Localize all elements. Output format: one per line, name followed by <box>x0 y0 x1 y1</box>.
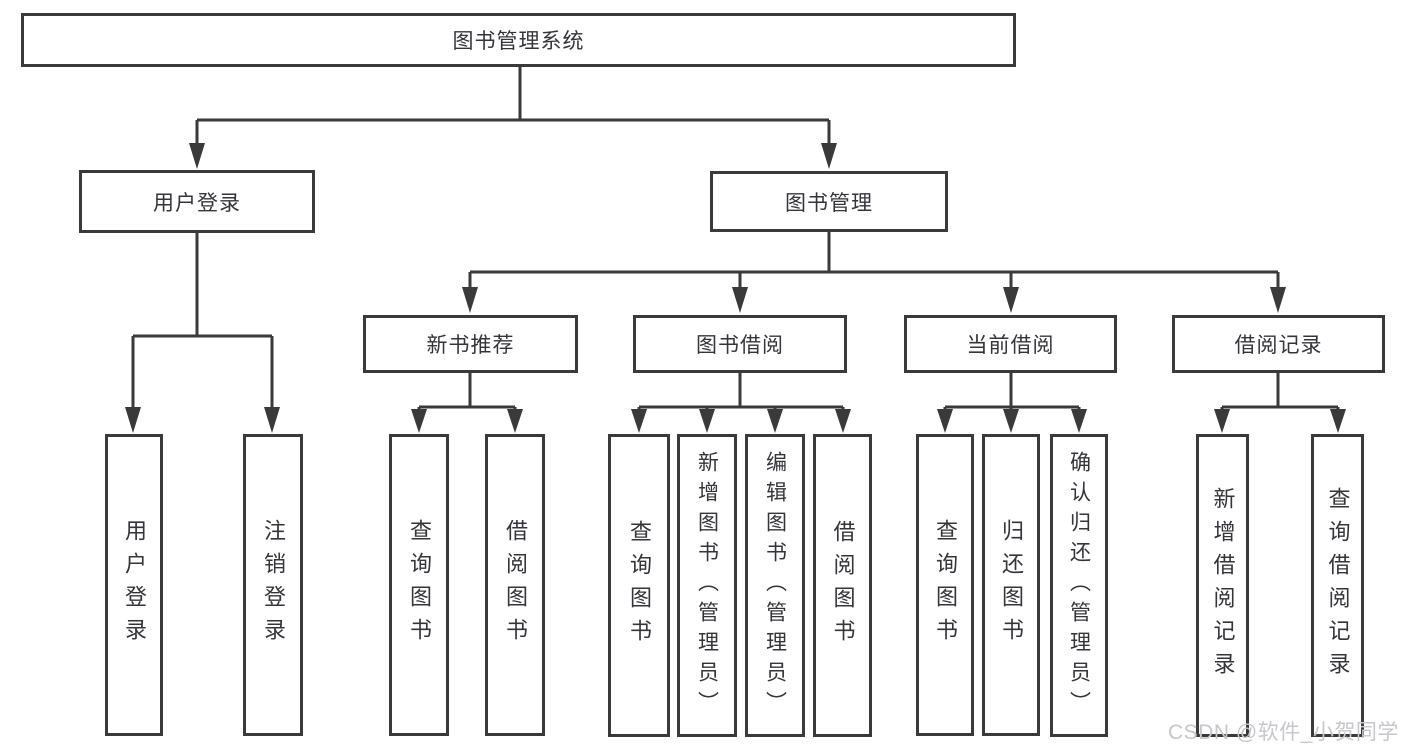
node-label: 图书管理系统 <box>452 30 585 53</box>
connector-current-borrowing-branch <box>937 373 1087 433</box>
node-library-management-system: 图书管理系统 <box>21 13 1016 67</box>
connector-book-borrowing-branch <box>631 373 851 433</box>
node-label: 图书借阅 <box>696 334 784 357</box>
connector-user-login-branch <box>125 232 280 433</box>
node-book-borrowing: 图书借阅 <box>633 315 847 373</box>
leaf-confirm-return-admin: 确认归还（管理员） <box>1050 434 1108 737</box>
node-user-login: 用户登录 <box>79 170 315 233</box>
leaf-return-books: 归还图书 <box>982 434 1040 736</box>
node-label: 图书管理 <box>785 191 873 215</box>
leaf-label: 查询图书 <box>627 519 652 652</box>
leaf-query-borrow-record: 查询借阅记录 <box>1311 434 1364 737</box>
leaf-label: 用户登录 <box>122 519 147 651</box>
node-label: 用户登录 <box>153 191 241 215</box>
node-book-management: 图书管理 <box>710 171 948 232</box>
leaf-query-books-recommend: 查询图书 <box>389 434 449 736</box>
leaf-user-login: 用户登录 <box>105 434 163 736</box>
leaf-query-books-borrowing: 查询图书 <box>608 434 670 737</box>
node-current-borrowing: 当前借阅 <box>904 315 1117 373</box>
leaf-label: 归还图书 <box>999 519 1024 651</box>
node-label: 当前借阅 <box>966 334 1055 357</box>
leaf-query-books-current: 查询图书 <box>916 434 974 736</box>
leaf-label: 查询图书 <box>407 519 432 651</box>
leaf-label: 查询图书 <box>933 519 958 651</box>
connector-root-branch <box>189 66 837 169</box>
node-borrowing-records: 借阅记录 <box>1172 315 1385 373</box>
leaf-label: 借阅图书 <box>830 519 856 652</box>
leaf-add-borrow-record: 新增借阅记录 <box>1196 434 1249 737</box>
node-label: 借阅记录 <box>1234 334 1323 357</box>
csdn-watermark: CSDN @软件_小贺同学 <box>1168 721 1399 744</box>
leaf-label: 新增图书（管理员） <box>695 450 719 721</box>
leaf-borrow-books: 借阅图书 <box>813 434 872 737</box>
leaf-add-books-admin: 新增图书（管理员） <box>677 434 737 737</box>
leaf-label: 编辑图书（管理员） <box>763 450 787 721</box>
connector-new-book-recommend-branch <box>411 373 523 433</box>
connector-borrowing-records-branch <box>1214 373 1346 433</box>
leaf-label: 确认归还（管理员） <box>1067 450 1091 721</box>
leaf-label: 借阅图书 <box>503 519 528 651</box>
connector-book-management-branch <box>462 232 1286 313</box>
leaf-label: 新增借阅记录 <box>1210 486 1236 685</box>
leaf-edit-books-admin: 编辑图书（管理员） <box>745 434 805 737</box>
node-new-book-recommend: 新书推荐 <box>363 315 578 373</box>
node-label: 新书推荐 <box>426 334 515 357</box>
leaf-logout: 注销登录 <box>243 434 303 736</box>
leaf-label: 注销登录 <box>261 519 286 651</box>
leaf-label: 查询借阅记录 <box>1325 486 1351 685</box>
leaf-borrow-books-recommend: 借阅图书 <box>485 434 545 736</box>
